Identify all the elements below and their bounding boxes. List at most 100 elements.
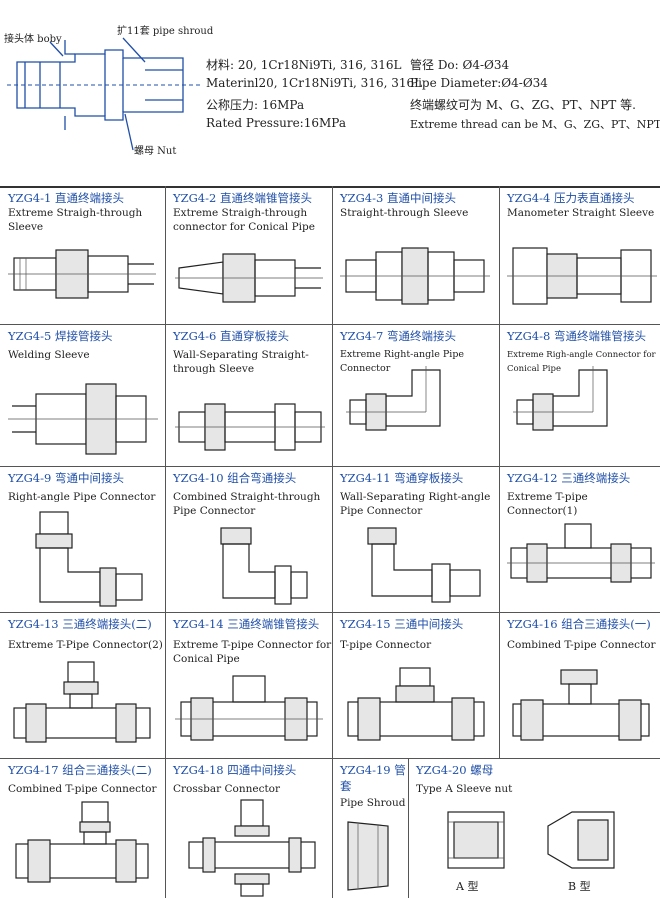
item-name: Extreme T-pipe Connector(1) xyxy=(507,491,588,517)
tee-fitting-icon xyxy=(507,523,655,583)
item-code: YZG4-5 焊接管接头 xyxy=(8,329,113,343)
grid-divider xyxy=(0,186,660,188)
item-name: Straight-through Sleeve xyxy=(340,207,469,219)
body-callout: 接头体 boby xyxy=(4,34,62,45)
catalog-item: YZG4-9 弯通中间接头 Right-angle Pipe Connector xyxy=(0,466,165,612)
item-code: YZG4-16 组合三通接头(一) xyxy=(507,617,651,631)
item-name: T-pipe Connector xyxy=(340,639,432,651)
item-name: Crossbar Connector xyxy=(173,783,281,795)
catalog-item: YZG4-13 三通终端接头(二) Extreme T-Pipe Connect… xyxy=(0,612,165,758)
item-name: Pipe Shroud xyxy=(340,797,406,809)
item-name: Wall-Separating Straight-through Sleeve xyxy=(173,349,309,375)
catalog-item: YZG4-4 压力表直通接头 Manometer Straight Sleeve xyxy=(499,186,660,324)
straight-conical-fitting-icon xyxy=(175,253,323,303)
elbow-fitting-icon xyxy=(346,366,441,431)
manometer-fitting-icon xyxy=(507,247,657,305)
item-name: Combined T-pipe Connector xyxy=(507,639,656,651)
item-name: Type A Sleeve nut xyxy=(416,783,513,795)
spec-thread-cn: 终端螺纹可为 M、G、ZG、PT、NPT 等. xyxy=(410,98,636,112)
catalog-item: YZG4-6 直通穿板接头 Wall-Separating Straight-t… xyxy=(165,324,332,466)
item-name: Extreme T-Pipe Connector(2) xyxy=(8,639,163,651)
catalog-item: YZG4-2 直通终端锥管接头 Extreme Straigh-through … xyxy=(165,186,332,324)
catalog-item: YZG4-10 组合弯通接头 Combined Straight-through… xyxy=(165,466,332,612)
item-name: Right-angle Pipe Connector xyxy=(8,491,156,503)
item-name: Extreme Righ-angle Connector for Conical… xyxy=(507,350,656,374)
combined-elbow-icon xyxy=(220,527,308,605)
catalog-item: YZG4-12 三通终端接头 Extreme T-pipe Connector(… xyxy=(499,466,660,612)
assembly-drawing-icon xyxy=(7,37,201,151)
spec-diameter-cn: 管径 Do: Ø4-Ø34 xyxy=(410,58,510,72)
tee-union-icon xyxy=(347,667,485,741)
nut-callout: 螺母 Nut xyxy=(134,146,177,157)
item-name: Welding Sleeve xyxy=(8,349,90,361)
catalog-item: YZG4-20 螺母 Type A Sleeve nut A 型 B 型 xyxy=(408,758,660,898)
catalog-item: YZG4-17 组合三通接头(二) Combined T-pipe Connec… xyxy=(0,758,165,898)
grid-divider xyxy=(408,758,409,898)
catalog-item: YZG4-11 弯通穿板接头 Wall-Separating Right-ang… xyxy=(332,466,499,612)
item-name: Combined T-pipe Connector xyxy=(8,783,157,795)
grid-divider xyxy=(0,324,660,325)
tee-conical-fitting-icon xyxy=(175,675,323,741)
catalog-item: YZG4-16 组合三通接头(一) Combined T-pipe Connec… xyxy=(499,612,660,758)
catalog-item: YZG4-15 三通中间接头 T-pipe Connector xyxy=(332,612,499,758)
item-code: YZG4-7 弯通终端接头 xyxy=(340,329,456,343)
spec-pressure-cn: 公称压力: 16MPa xyxy=(206,98,305,112)
item-name: Extreme T-pipe Connector for Conical Pip… xyxy=(173,639,332,665)
item-code: YZG4-1 直通终端接头 xyxy=(8,191,124,205)
item-name: Extreme Straigh-through Sleeve xyxy=(8,207,143,233)
spec-thread-en: Extreme thread can be M、G、ZG、PT、NPT ··· xyxy=(410,118,660,131)
item-code: YZG4-12 三通终端接头 xyxy=(507,471,631,485)
welding-sleeve-icon xyxy=(8,383,158,455)
grid-divider xyxy=(165,186,166,898)
item-code: YZG4-13 三通终端接头(二) xyxy=(8,617,152,631)
item-name: Combined Straight-through Pipe Connector xyxy=(173,491,321,517)
item-code: YZG4-2 直通终端锥管接头 xyxy=(173,191,312,205)
item-name: Wall-Separating Right-angle Pipe Connect… xyxy=(340,491,491,517)
elbow-conical-fitting-icon xyxy=(513,366,608,431)
item-code: YZG4-6 直通穿板接头 xyxy=(173,329,289,343)
pipe-shroud-icon xyxy=(347,821,389,891)
grid-divider xyxy=(0,612,660,613)
grid-divider xyxy=(0,466,660,467)
catalog-item: YZG4-14 三通终端锥管接头 Extreme T-pipe Connecto… xyxy=(165,612,332,758)
catalog-item: YZG4-7 弯通终端接头 Extreme Right-angle Pipe C… xyxy=(332,324,499,466)
shroud-callout: 扩11套 pipe shroud xyxy=(117,26,214,37)
catalog-item: YZG4-19 管套 Pipe Shroud xyxy=(332,758,408,898)
item-code: YZG4-8 弯通终端锥管接头 xyxy=(507,329,646,343)
item-code: YZG4-14 三通终端锥管接头 xyxy=(173,617,320,631)
grid-divider xyxy=(0,758,660,759)
spec-material-cn: 材料: 20, 1Cr18Ni9Ti, 316, 316L xyxy=(206,58,402,72)
grid-divider xyxy=(332,186,333,898)
bulkhead-straight-icon xyxy=(175,403,325,451)
sleeve-nut-b-icon xyxy=(547,811,615,869)
elbow-union-icon xyxy=(35,511,143,607)
straight-union-icon xyxy=(340,247,490,305)
item-name: Manometer Straight Sleeve xyxy=(507,207,655,219)
grid-divider xyxy=(499,186,500,758)
item-code: YZG4-4 压力表直通接头 xyxy=(507,191,635,205)
item-name: Extreme Straigh-through connector for Co… xyxy=(173,207,315,233)
item-code: YZG4-20 螺母 xyxy=(416,763,494,777)
combined-tee-2-icon xyxy=(15,801,149,883)
catalog-item: YZG4-5 焊接管接头 Welding Sleeve xyxy=(0,324,165,466)
spec-pressure-en: Rated Pressure:16MPa xyxy=(206,116,346,130)
sleeve-nut-a-icon xyxy=(447,811,505,869)
item-code: YZG4-11 弯通穿板接头 xyxy=(340,471,464,485)
spec-diameter-en: Pipe Diameter:Ø4-Ø34 xyxy=(410,76,548,90)
item-code: YZG4-19 管套 xyxy=(340,763,406,793)
cross-union-icon xyxy=(188,799,316,897)
item-code: YZG4-10 组合弯通接头 xyxy=(173,471,297,485)
catalog-item: YZG4-18 四通中间接头 Crossbar Connector xyxy=(165,758,332,898)
nut-type-a-label: A 型 xyxy=(456,880,479,893)
catalog-item: YZG4-8 弯通终端锥管接头 Extreme Righ-angle Conne… xyxy=(499,324,660,466)
catalog-item: YZG4-3 直通中间接头 Straight-through Sleeve xyxy=(332,186,499,324)
item-code: YZG4-9 弯通中间接头 xyxy=(8,471,124,485)
nut-type-b-label: B 型 xyxy=(568,880,591,893)
item-code: YZG4-17 组合三通接头(二) xyxy=(8,763,152,777)
straight-fitting-icon xyxy=(8,249,156,299)
bulkhead-elbow-icon xyxy=(367,527,481,603)
catalog-item: YZG4-1 直通终端接头 Extreme Straigh-through Sl… xyxy=(0,186,165,324)
tee-fitting-2-icon xyxy=(13,661,151,743)
combined-tee-icon xyxy=(512,669,650,741)
item-code: YZG4-15 三通中间接头 xyxy=(340,617,464,631)
